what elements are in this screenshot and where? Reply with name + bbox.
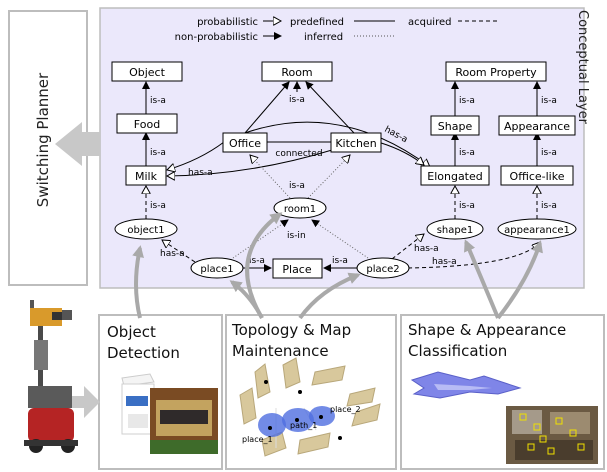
map-label-place-2: place_2 — [330, 405, 361, 414]
label-appearance1-officelike: is-a — [541, 201, 557, 211]
label-place2-shape1: has-a — [414, 244, 439, 254]
flow-classification-appearance1 — [496, 240, 543, 320]
topology-map-title: Topology & Map Maintenance — [232, 320, 351, 362]
instance-room1: room1 — [273, 197, 327, 219]
concept-office-like: Office-like — [500, 165, 574, 186]
label-kitchen-milk: has-a — [188, 168, 213, 178]
concept-kitchen-label: Kitchen — [335, 137, 376, 150]
label-elongated-shape: is-a — [459, 148, 475, 158]
label-officelike-appearance: is-a — [541, 148, 557, 158]
legend-inferred: inferred — [304, 32, 343, 43]
instance-object1-label: object1 — [127, 225, 164, 236]
concept-shape: Shape — [430, 115, 480, 136]
concept-object: Object — [111, 61, 183, 82]
edge-office-room — [244, 81, 290, 134]
concept-appearance-label: Appearance — [504, 120, 570, 133]
robot-illustration — [24, 300, 78, 453]
concept-office-label: Office — [229, 137, 261, 150]
edge-place1-room1 — [232, 219, 289, 259]
label-shape1-elongated: is-a — [459, 201, 475, 211]
shape-appearance-title-line1: Shape & Appearance — [408, 321, 567, 339]
concept-place-label: Place — [282, 263, 311, 276]
concept-kitchen: Kitchen — [330, 132, 382, 153]
instance-appearance1: appearance1 — [497, 218, 577, 240]
label-place1-object1: has-a — [160, 249, 185, 259]
flow-topology-place2 — [298, 272, 361, 320]
edge-place2-room1 — [311, 219, 369, 259]
instance-shape1: shape1 — [426, 218, 484, 240]
label-place2-appearance1: has-a — [432, 257, 457, 267]
edge-office-milk — [167, 141, 225, 170]
concept-elongated: Elongated — [420, 165, 490, 186]
label-room1-is-a: is-a — [289, 181, 305, 191]
topology-map-image: place_1 path_1 place_2 — [239, 357, 381, 457]
concept-appearance: Appearance — [498, 115, 576, 136]
label-connected: connected — [275, 149, 322, 159]
flow-classification-shape1 — [464, 239, 500, 319]
concept-place: Place — [272, 258, 323, 279]
concept-room-property-label: Room Property — [455, 66, 537, 79]
legend-non-probabilistic: non-probabilistic — [175, 32, 258, 43]
shape-appearance-title-line2: Classification — [408, 342, 508, 360]
concept-room-label: Room — [281, 66, 312, 79]
concept-food-label: Food — [134, 118, 160, 131]
edge-kitchen-elongated — [377, 141, 424, 165]
concept-milk-label: Milk — [135, 170, 158, 183]
edge-room1-kitchen — [307, 155, 350, 199]
concept-elongated-label: Elongated — [427, 170, 483, 183]
instance-place2: place2 — [356, 257, 410, 279]
object-detection-title-line2: Detection — [107, 344, 180, 362]
object-detection-title-line1: Object — [107, 323, 156, 341]
label-food-object: is-a — [150, 96, 166, 106]
robot-to-detection-arrow — [66, 386, 100, 418]
instance-place1: place1 — [190, 257, 244, 279]
planner-arrow — [55, 122, 100, 166]
cereal-box-image — [150, 388, 218, 454]
legend-predefined: predefined — [290, 17, 344, 28]
instance-place1-label: place1 — [200, 264, 233, 275]
label-place1-place: is-a — [249, 256, 265, 266]
legend-acquired: acquired — [408, 17, 451, 28]
label-room-is-a: is-a — [289, 95, 305, 105]
flow-topology-room1 — [245, 212, 283, 320]
concept-shape-label: Shape — [438, 120, 473, 133]
legend-probabilistic: probabilistic — [197, 17, 258, 28]
instance-room1-label: room1 — [284, 204, 316, 215]
edge-office-elongated — [244, 121, 430, 167]
shape-appearance-title: Shape & Appearance Classification — [408, 320, 566, 362]
label-is-in: is-in — [287, 231, 306, 241]
edge-room1-office — [250, 155, 291, 199]
label-appearance-roomproperty: is-a — [541, 96, 557, 106]
instance-shape1-label: shape1 — [437, 225, 474, 236]
map-label-path-1: path_1 — [290, 421, 317, 430]
edge-kitchen-room — [305, 81, 355, 134]
concept-office: Office — [222, 132, 268, 153]
label-object1-milk: is-a — [150, 201, 166, 211]
instance-place2-label: place2 — [366, 264, 399, 275]
concept-food: Food — [116, 113, 178, 134]
flow-detection-object1 — [132, 245, 144, 319]
concept-room: Room — [261, 61, 333, 82]
instance-object1: object1 — [114, 218, 178, 240]
edge-kitchen-milk — [167, 149, 333, 176]
conceptual-layer-label: Conceptual Layer — [575, 10, 590, 124]
label-shape-roomproperty: is-a — [459, 96, 475, 106]
topology-map-title-line1: Topology & Map — [232, 321, 352, 339]
milk-carton-image — [121, 373, 155, 435]
concept-office-like-label: Office-like — [510, 170, 565, 183]
label-place2-place: is-a — [332, 256, 348, 266]
appearance-photo-image — [506, 406, 598, 464]
instance-appearance1-label: appearance1 — [504, 225, 570, 236]
label-milk-food: is-a — [150, 148, 166, 158]
concept-object-label: Object — [129, 66, 166, 79]
shape-silhouette-image — [410, 371, 522, 399]
topology-map-title-line2: Maintenance — [232, 342, 329, 360]
object-detection-title: Object Detection — [107, 322, 180, 364]
concept-room-property: Room Property — [445, 61, 547, 82]
map-label-place-1: place_1 — [242, 435, 273, 444]
concept-milk: Milk — [125, 165, 167, 186]
